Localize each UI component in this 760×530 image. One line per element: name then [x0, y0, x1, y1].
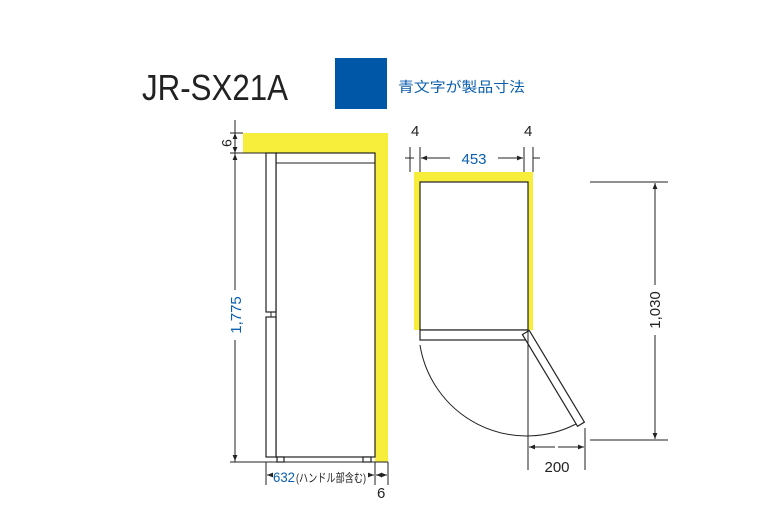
- legend-swatch: [335, 58, 387, 109]
- upper-door: [265, 152, 277, 313]
- door-swing-arc: [419, 344, 577, 437]
- right-clearance-label: 4: [524, 123, 532, 140]
- left-clearance-label: 4: [411, 123, 419, 140]
- label-background: [228, 290, 242, 340]
- rear-foot: [362, 456, 372, 463]
- legend-label: 青文字が製品寸法: [398, 79, 525, 95]
- closed-door: [419, 329, 529, 341]
- back-clearance-label: 6: [377, 485, 385, 502]
- door-open-depth-label: 1,030: [647, 291, 664, 329]
- door-swing-side-label: 200: [544, 459, 569, 476]
- lower-door: [265, 316, 277, 458]
- side-view: 9 1,775 632 (ハンドル部含む) 6: [219, 120, 389, 502]
- fridge-body: [275, 152, 376, 458]
- open-door: [521, 329, 586, 428]
- width-label: 453: [461, 151, 486, 168]
- top-clearance-label: 9: [219, 139, 235, 147]
- depth-label: 632: [273, 469, 295, 485]
- depth-note: (ハンドル部含む): [296, 470, 366, 485]
- model-title: JR-SX21A: [142, 67, 288, 108]
- height-label: 1,775: [228, 296, 245, 334]
- fridge-top-body: [419, 181, 529, 331]
- top-view: 4 4 453 1,030 200: [405, 123, 668, 476]
- front-foot: [276, 456, 285, 463]
